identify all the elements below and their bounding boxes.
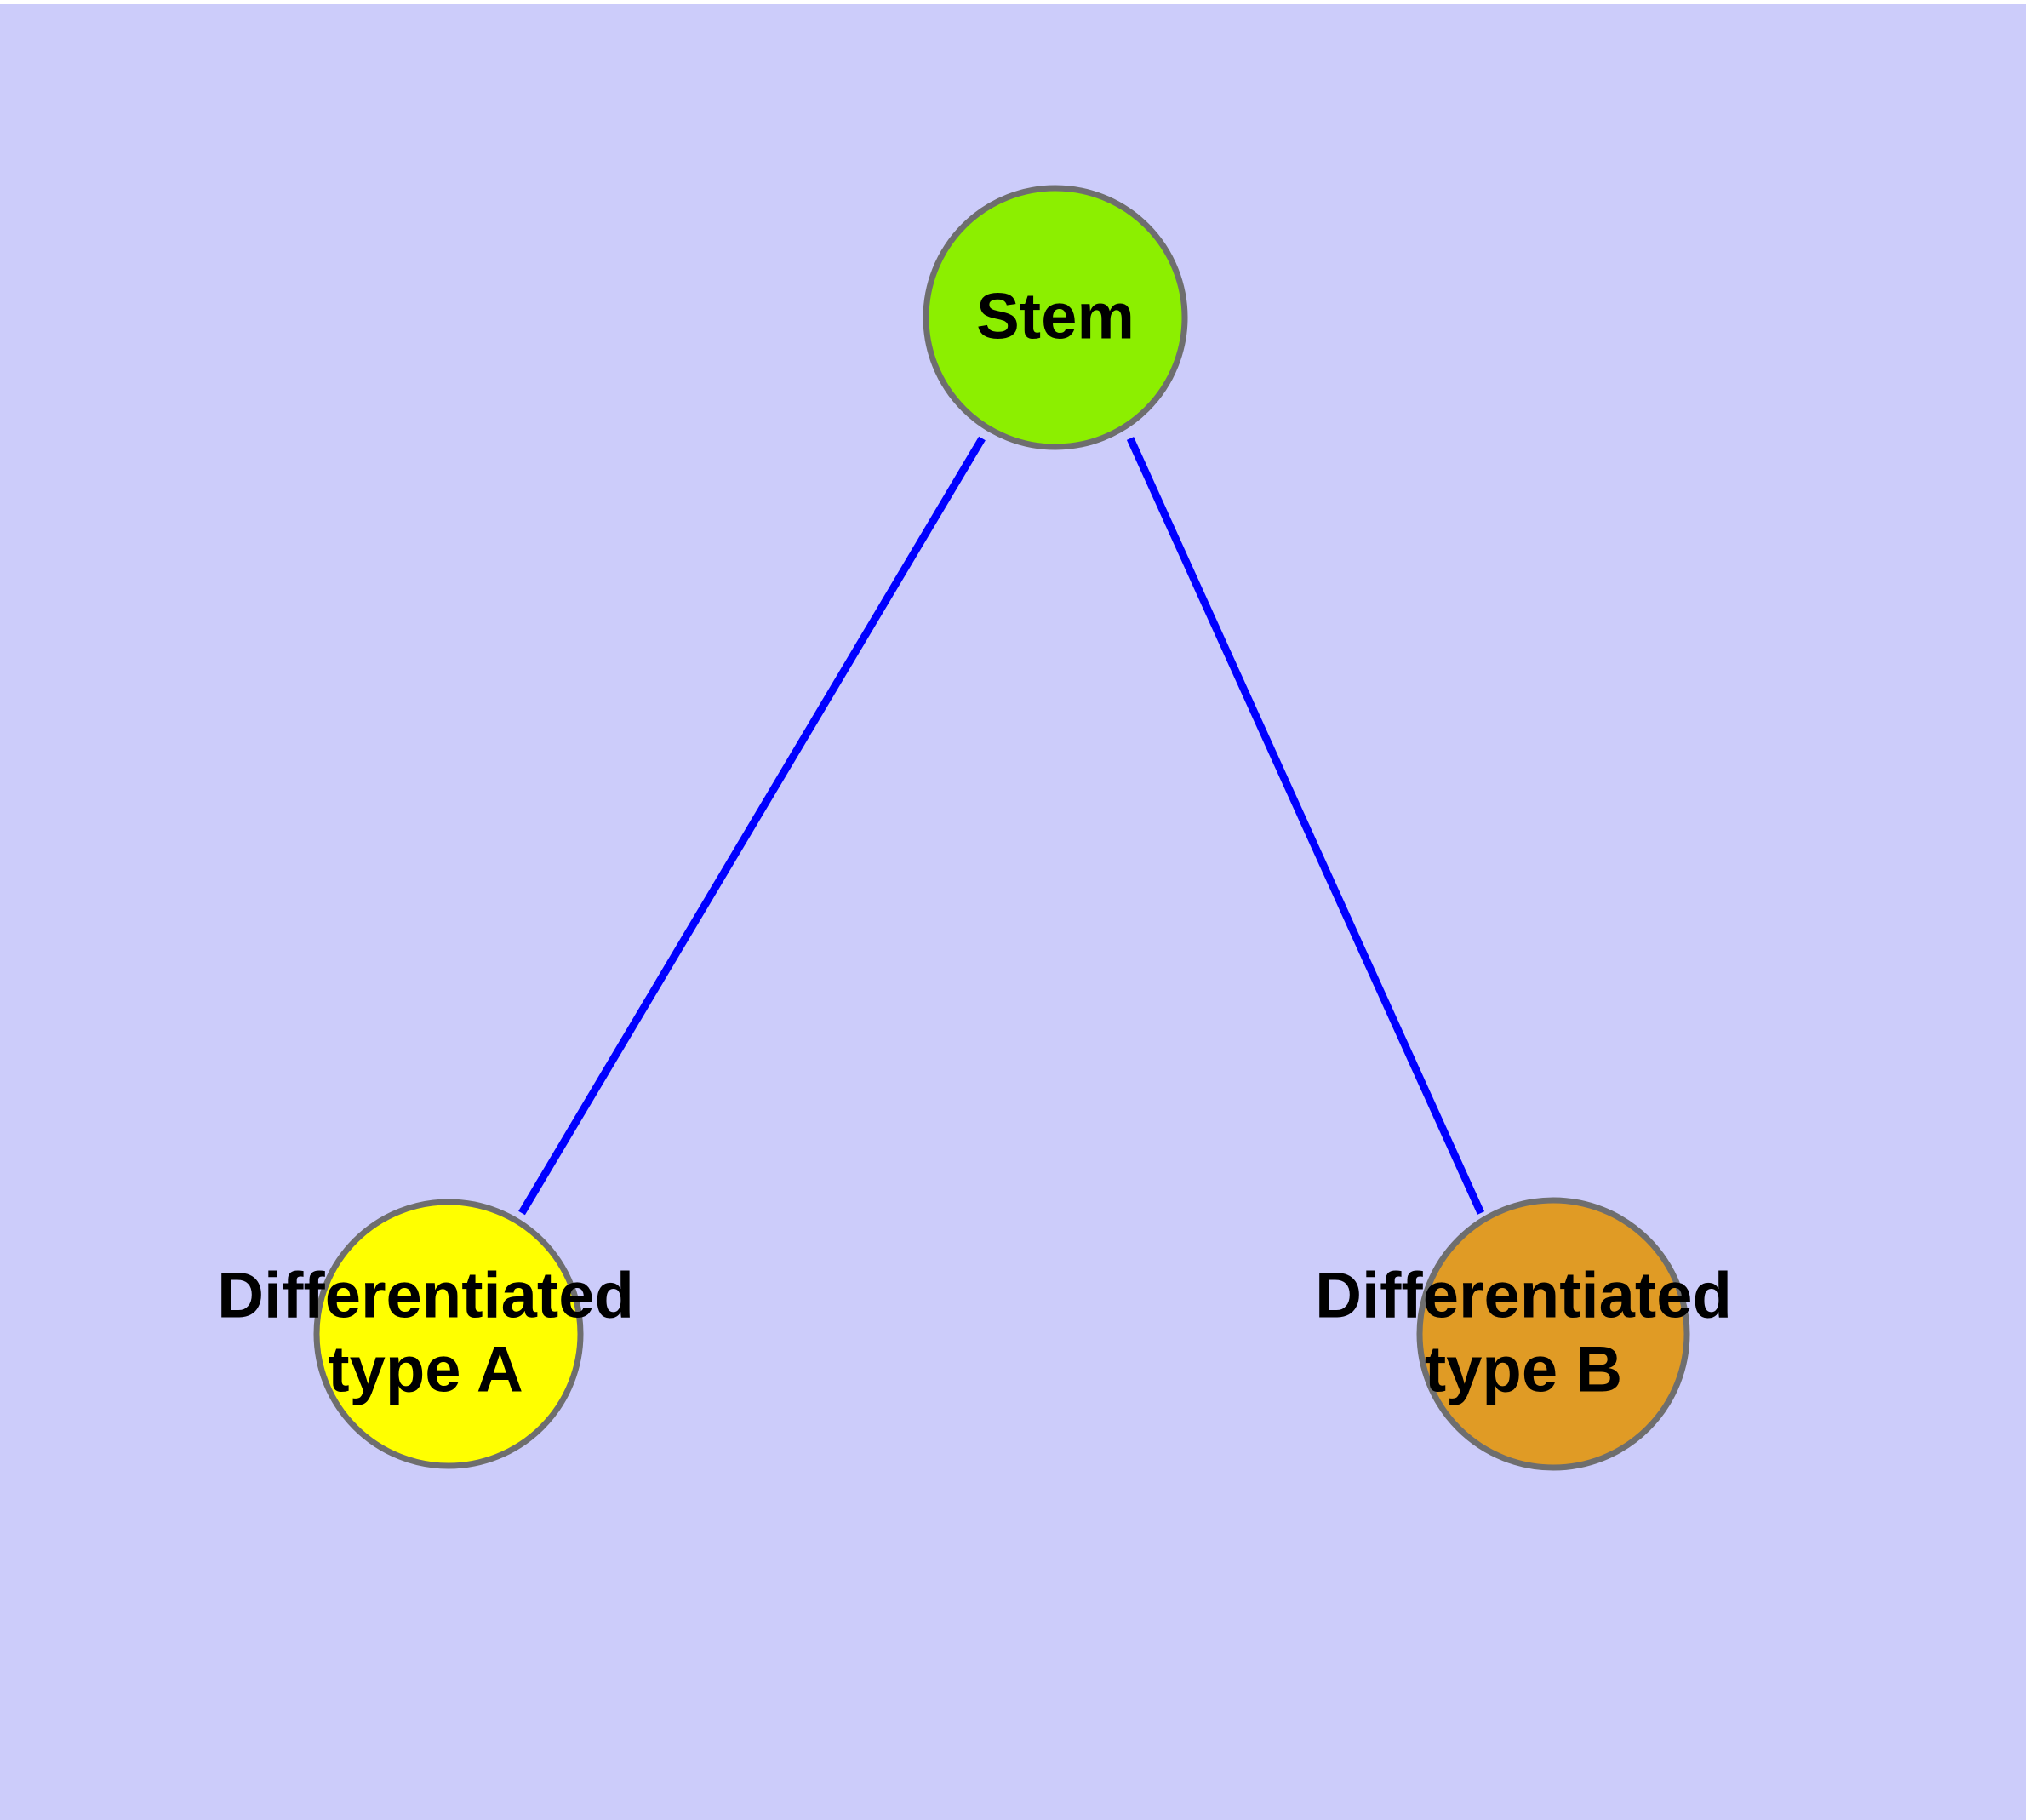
edge-stem-to-differentiated-a[interactable] bbox=[518, 436, 986, 1216]
node-group bbox=[313, 185, 1690, 1471]
node-circle-differentiated-type-b[interactable] bbox=[1416, 1197, 1690, 1471]
edge-group bbox=[518, 436, 1485, 1216]
node-circle-differentiated-type-a[interactable] bbox=[313, 1199, 584, 1469]
node-circle-stem[interactable] bbox=[923, 185, 1188, 450]
edge-stem-to-differentiated-b[interactable] bbox=[1126, 437, 1485, 1215]
